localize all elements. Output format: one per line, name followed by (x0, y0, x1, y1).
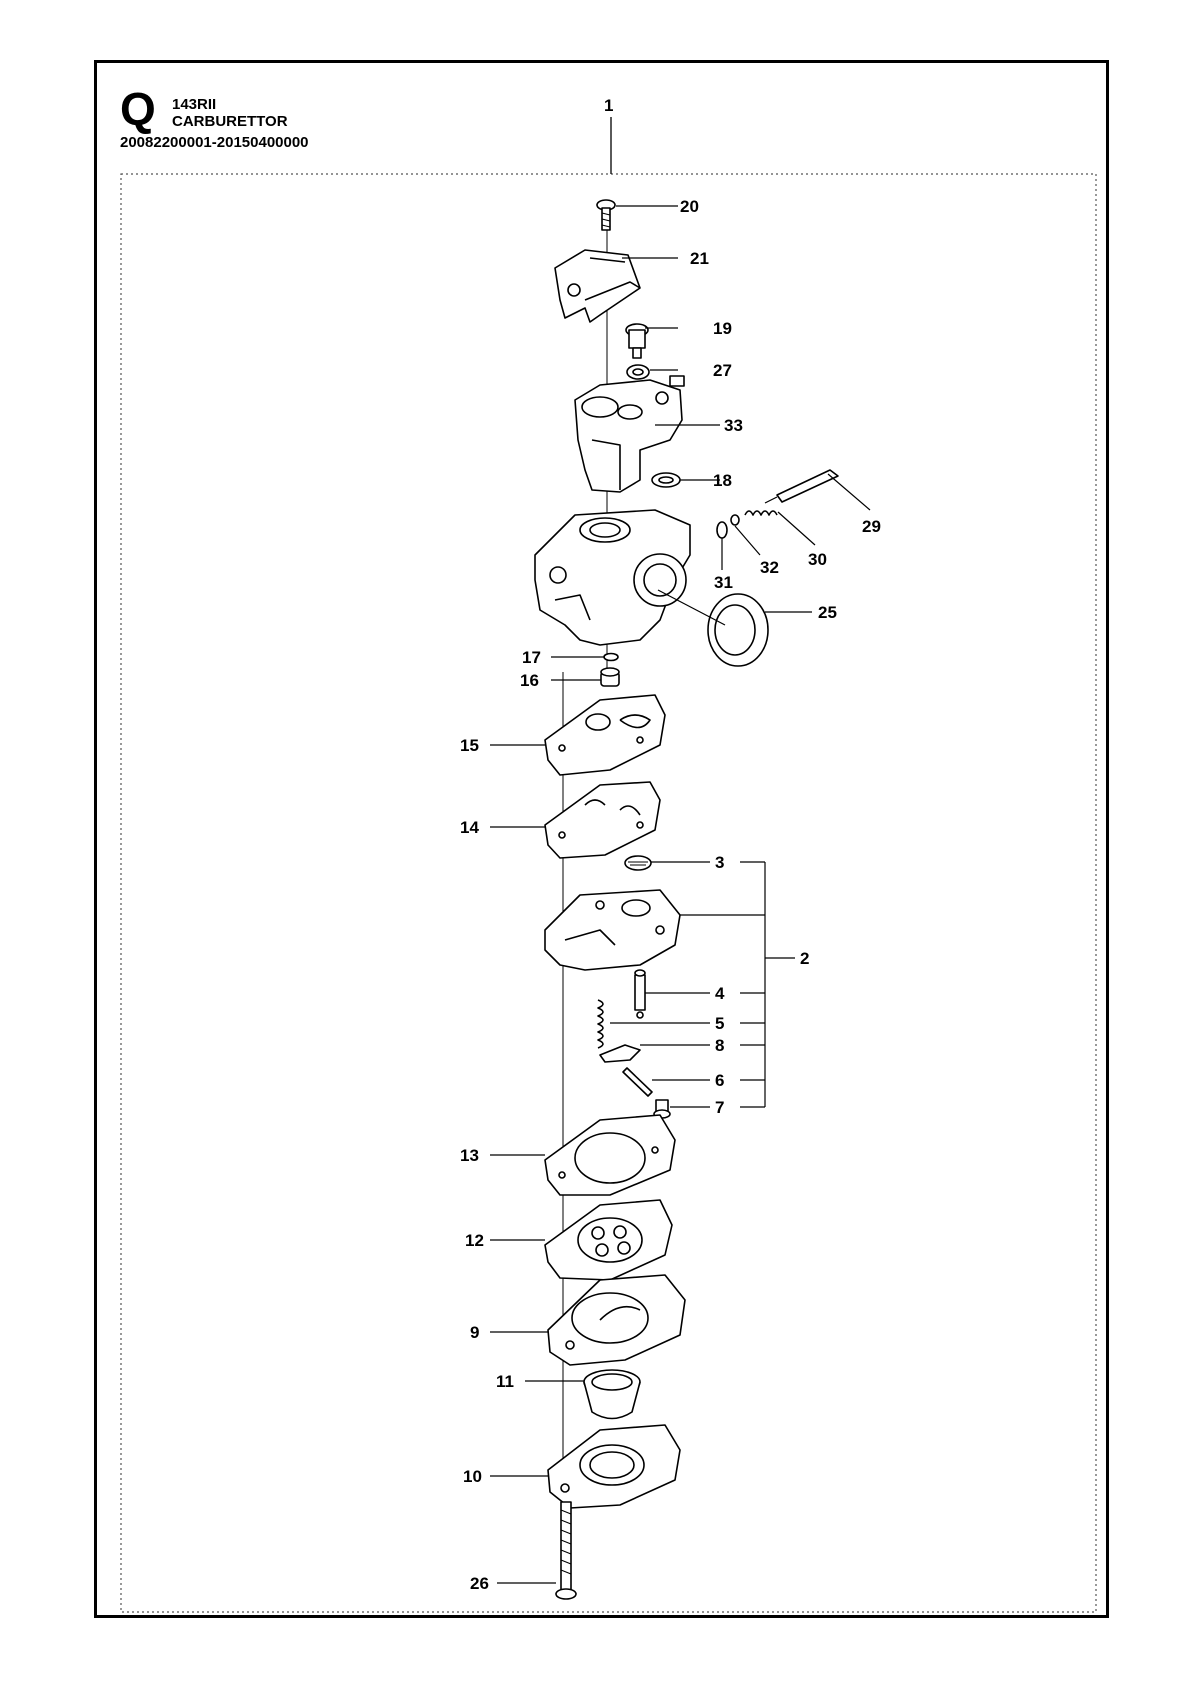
sheet-letter: Q (120, 83, 156, 135)
part-diaphragm-12 (544, 1199, 673, 1281)
callout-14: 14 (460, 818, 479, 837)
callout-10: 10 (463, 1467, 482, 1486)
part-screw-20 (596, 199, 616, 231)
callout-31: 31 (714, 573, 733, 592)
callout-12: 12 (465, 1231, 484, 1250)
part-throttle-body-33 (574, 375, 685, 493)
serial-range: 20082200001-20150400000 (120, 134, 309, 151)
callout-15: 15 (460, 736, 479, 755)
part-seal-ring-25 (707, 593, 769, 667)
callout-4: 4 (715, 984, 725, 1003)
callout-19: 19 (713, 319, 732, 338)
callout-3: 3 (715, 853, 724, 872)
callout-25: 25 (818, 603, 837, 622)
part-screw-26 (555, 1501, 577, 1600)
assembly-boundary (120, 173, 1097, 1613)
callout-5: 5 (715, 1014, 724, 1033)
part-spring-5 (597, 999, 604, 1049)
callout-33: 33 (724, 416, 743, 435)
callout-18: 18 (713, 471, 732, 490)
part-pump-body-9 (547, 1274, 686, 1366)
part-screw-19 (625, 323, 649, 359)
part-oring-17 (603, 652, 619, 662)
callout-21: 21 (690, 249, 709, 268)
part-plate-15 (544, 694, 666, 776)
part-lever-8 (599, 1044, 641, 1063)
page-frame (94, 60, 1109, 1618)
callout-6: 6 (715, 1071, 724, 1090)
callout-30: 30 (808, 550, 827, 569)
callout-7: 7 (715, 1098, 724, 1117)
part-bracket-21 (554, 249, 641, 323)
callout-13: 13 (460, 1146, 479, 1165)
diagram-title: CARBURETTOR (172, 113, 288, 130)
part-gasket-14 (544, 781, 661, 859)
part-oring-18-hole (658, 476, 674, 484)
callout-27: 27 (713, 361, 732, 380)
callout-26: 26 (470, 1574, 489, 1593)
callout-11: 11 (496, 1372, 514, 1391)
part-washer-31 (716, 521, 728, 539)
part-spring-30 (744, 510, 778, 516)
part-oring-32 (730, 514, 740, 526)
callout-leaders (490, 205, 871, 1584)
part-needle-29 (764, 469, 839, 504)
part-needle-valve-4 (634, 969, 646, 1019)
part-filter-16 (600, 667, 620, 687)
callout-2: 2 (800, 949, 809, 968)
part-carb-body (534, 509, 691, 646)
callout-8: 8 (715, 1036, 724, 1055)
part-cover-10 (547, 1424, 681, 1509)
part-gasket-13 (544, 1114, 676, 1196)
callout-16: 16 (520, 671, 539, 690)
callout-9: 9 (470, 1323, 479, 1342)
part-screen-3 (624, 855, 652, 871)
part-primer-cup-11 (583, 1369, 641, 1420)
part-washer-27-hole (632, 368, 644, 376)
callout-32: 32 (760, 558, 779, 577)
callout-1: 1 (604, 96, 613, 115)
part-metering-body-2 (544, 889, 681, 971)
callout-29: 29 (862, 517, 881, 536)
callout-17: 17 (522, 648, 541, 667)
callout-20: 20 (680, 197, 699, 216)
part-pin-6 (622, 1067, 653, 1097)
callout-labels: 1 20 21 19 27 33 18 29 30 32 31 25 17 16… (460, 96, 881, 1593)
model-name: 143RII (172, 96, 217, 113)
